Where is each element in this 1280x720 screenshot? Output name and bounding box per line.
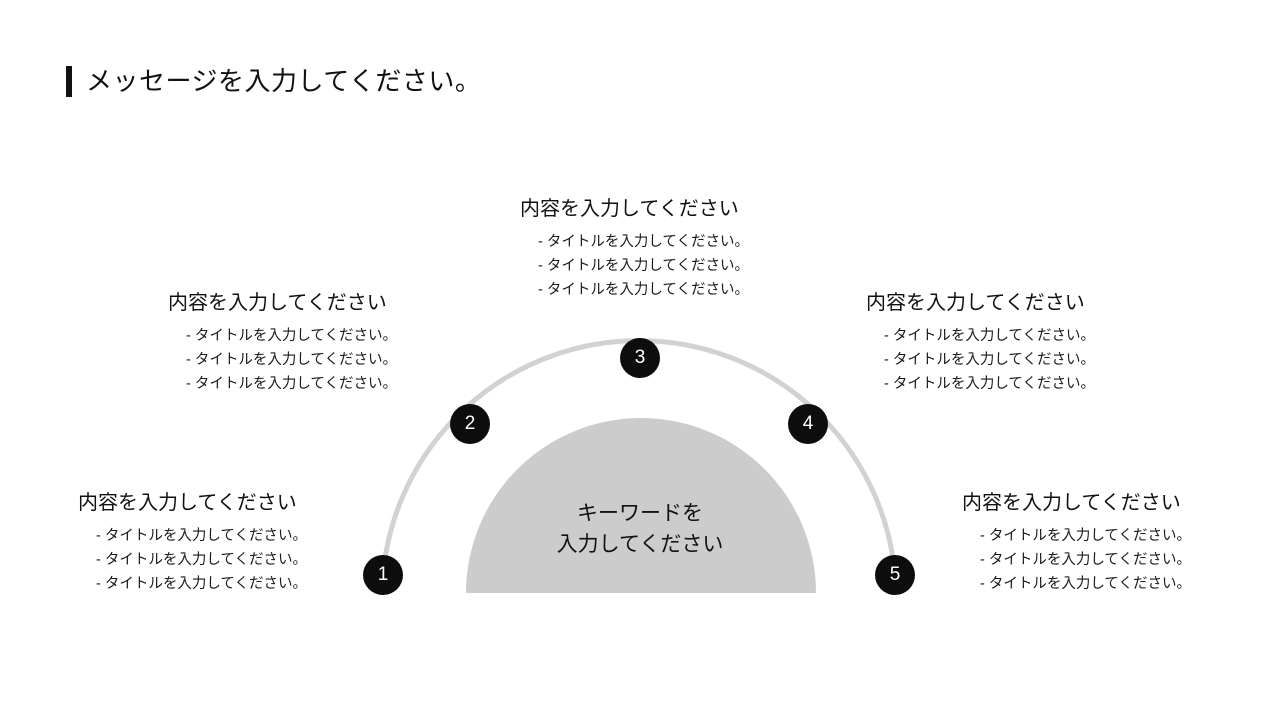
step-text-block-5: 内容を入力してください - タイトルを入力してください。 - タイトルを入力して… [962,490,1252,596]
step-badge-3[interactable]: 3 [620,338,660,378]
step-bullet-2-2: - タイトルを入力してください。 [186,352,397,368]
step-heading-5: 内容を入力してください [962,492,1181,514]
step-bullet-3-2: - タイトルを入力してください。 [538,258,749,274]
step-bullets-2: - タイトルを入力してください。 - タイトルを入力してください。 - タイトル… [168,324,458,396]
step-bullet-4-3: - タイトルを入力してください。 [884,376,1095,392]
step-bullet-3-1: - タイトルを入力してください。 [538,234,749,250]
step-badge-5[interactable]: 5 [875,555,915,595]
step-bullet-1-1: - タイトルを入力してください。 [96,528,307,544]
step-bullets-4: - タイトルを入力してください。 - タイトルを入力してください。 - タイトル… [866,324,1156,396]
step-bullet-1-2: - タイトルを入力してください。 [96,552,307,568]
step-bullet-5-1: - タイトルを入力してください。 [980,528,1191,544]
step-bullet-3-3: - タイトルを入力してください。 [538,282,749,298]
step-bullet-1-3: - タイトルを入力してください。 [96,576,307,592]
page-title: メッセージを入力してください。 [86,66,482,96]
slide-title: メッセージを入力してください。 [66,66,481,97]
step-bullets-1: - タイトルを入力してください。 - タイトルを入力してください。 - タイトル… [78,524,368,596]
title-accent-bar [66,66,72,97]
center-hemisphere [466,418,816,593]
step-badge-1[interactable]: 1 [363,555,403,595]
step-text-block-4: 内容を入力してください - タイトルを入力してください。 - タイトルを入力して… [866,290,1156,396]
step-badge-2[interactable]: 2 [450,404,490,444]
step-heading-4: 内容を入力してください [866,292,1085,314]
step-text-block-3: 内容を入力してください - タイトルを入力してください。 - タイトルを入力して… [520,196,810,302]
step-badge-4[interactable]: 4 [788,404,828,444]
step-bullet-4-1: - タイトルを入力してください。 [884,328,1095,344]
step-bullet-2-3: - タイトルを入力してください。 [186,376,397,392]
step-bullets-5: - タイトルを入力してください。 - タイトルを入力してください。 - タイトル… [962,524,1252,596]
step-heading-3: 内容を入力してください [520,198,739,220]
step-text-block-2: 内容を入力してください - タイトルを入力してください。 - タイトルを入力して… [168,290,458,396]
step-bullet-5-2: - タイトルを入力してください。 [980,552,1191,568]
step-bullets-3: - タイトルを入力してください。 - タイトルを入力してください。 - タイトル… [520,230,810,302]
step-text-block-1: 内容を入力してください - タイトルを入力してください。 - タイトルを入力して… [78,490,368,596]
step-bullet-5-3: - タイトルを入力してください。 [980,576,1191,592]
step-bullet-2-1: - タイトルを入力してください。 [186,328,397,344]
step-bullet-4-2: - タイトルを入力してください。 [884,352,1095,368]
step-heading-2: 内容を入力してください [168,292,387,314]
step-heading-1: 内容を入力してください [78,492,297,514]
